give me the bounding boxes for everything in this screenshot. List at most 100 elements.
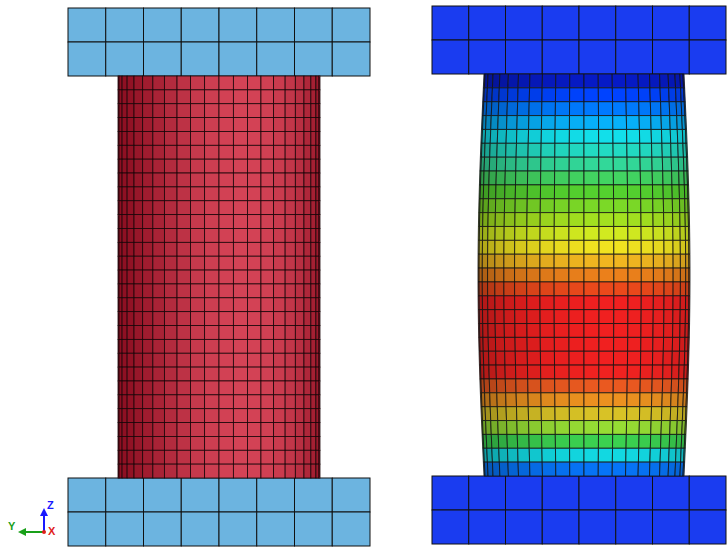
contour-element bbox=[680, 213, 686, 227]
contour-element bbox=[664, 226, 673, 240]
cylinder-element bbox=[219, 284, 233, 298]
contour-element bbox=[516, 157, 528, 171]
contour-element bbox=[669, 448, 676, 462]
cylinder-element bbox=[205, 242, 219, 256]
cylinder-element bbox=[319, 270, 320, 284]
contour-element bbox=[492, 462, 499, 476]
cylinder-element bbox=[119, 228, 122, 242]
cylinder-element bbox=[274, 464, 286, 478]
cylinder-element bbox=[233, 90, 247, 104]
contour-element bbox=[555, 421, 569, 435]
cylinder-element bbox=[304, 173, 311, 187]
cylinder-element bbox=[233, 118, 247, 132]
cylinder-element bbox=[191, 173, 205, 187]
cylinder-element bbox=[134, 464, 143, 478]
contour-element bbox=[584, 254, 599, 268]
contour-element bbox=[687, 365, 689, 379]
contour-element bbox=[504, 310, 515, 324]
cylinder-element bbox=[295, 326, 304, 340]
cylinder-element bbox=[233, 159, 247, 173]
contour-element bbox=[491, 116, 499, 130]
cylinder-element bbox=[127, 131, 134, 145]
cylinder-element bbox=[219, 423, 233, 437]
contour-element bbox=[641, 296, 653, 310]
cylinder-element bbox=[233, 395, 247, 409]
cylinder-element bbox=[119, 201, 122, 215]
cylinder-element bbox=[205, 284, 219, 298]
plate-element bbox=[332, 8, 370, 42]
contour-element bbox=[614, 282, 628, 296]
contour-element bbox=[599, 310, 614, 324]
contour-element bbox=[584, 102, 599, 116]
contour-element bbox=[599, 226, 614, 240]
contour-element bbox=[482, 240, 487, 254]
cylinder-element bbox=[153, 367, 165, 381]
cylinder-element bbox=[295, 423, 304, 437]
contour-element bbox=[483, 185, 489, 199]
contour-element bbox=[584, 240, 599, 254]
contour-element bbox=[584, 213, 599, 227]
contour-element bbox=[506, 393, 517, 407]
contour-element bbox=[495, 282, 504, 296]
contour-element bbox=[498, 102, 507, 116]
contour-element bbox=[626, 74, 639, 88]
contour-element bbox=[678, 157, 684, 171]
cylinder-element bbox=[119, 464, 122, 478]
contour-element bbox=[528, 129, 541, 143]
cylinder-element bbox=[122, 450, 127, 464]
cylinder-element bbox=[219, 76, 233, 90]
contour-element bbox=[688, 185, 689, 199]
contour-element bbox=[527, 337, 540, 351]
cylinder-element bbox=[143, 201, 153, 215]
cylinder-element bbox=[134, 450, 143, 464]
cylinder-element bbox=[219, 312, 233, 326]
contour-element bbox=[495, 213, 504, 227]
cylinder-element bbox=[219, 395, 233, 409]
contour-element bbox=[653, 268, 664, 282]
axis-label: Y bbox=[8, 521, 15, 532]
contour-element bbox=[484, 365, 490, 379]
contour-element bbox=[488, 254, 495, 268]
plate-element bbox=[689, 510, 726, 544]
contour-element bbox=[684, 448, 686, 462]
cylinder-element bbox=[153, 159, 165, 173]
cylinder-element bbox=[274, 187, 286, 201]
contour-element bbox=[672, 185, 680, 199]
contour-element bbox=[652, 351, 663, 365]
cylinder-element bbox=[304, 464, 311, 478]
plate-element bbox=[432, 6, 469, 40]
contour-element bbox=[669, 88, 676, 102]
cylinder-element bbox=[319, 76, 320, 90]
cylinder-element bbox=[205, 326, 219, 340]
cylinder-element bbox=[274, 381, 286, 395]
cylinder-element bbox=[205, 395, 219, 409]
contour-element bbox=[641, 226, 653, 240]
cylinder-element bbox=[304, 450, 311, 464]
contour-element bbox=[569, 282, 584, 296]
cylinder-element bbox=[134, 395, 143, 409]
cylinder-element bbox=[127, 159, 134, 173]
cylinder-element bbox=[143, 284, 153, 298]
contour-element bbox=[598, 434, 612, 448]
contour-element bbox=[640, 393, 652, 407]
cylinder-element bbox=[274, 450, 286, 464]
cylinder-element bbox=[143, 339, 153, 353]
contour-element bbox=[679, 185, 685, 199]
cylinder-element bbox=[219, 90, 233, 104]
contour-element bbox=[555, 407, 569, 421]
cylinder-element bbox=[164, 409, 177, 423]
contour-element bbox=[479, 282, 482, 296]
contour-element bbox=[613, 157, 627, 171]
cylinder-element bbox=[295, 201, 304, 215]
cylinder-element bbox=[274, 326, 286, 340]
cylinder-element bbox=[311, 76, 316, 90]
contour-element bbox=[540, 351, 554, 365]
cylinder-element bbox=[119, 145, 122, 159]
contour-element bbox=[613, 143, 627, 157]
contour-element bbox=[672, 337, 679, 351]
cylinder-element bbox=[219, 215, 233, 229]
cylinder-element bbox=[177, 131, 191, 145]
contour-element bbox=[485, 129, 491, 143]
cylinder-element bbox=[134, 173, 143, 187]
cylinder-element bbox=[127, 339, 134, 353]
